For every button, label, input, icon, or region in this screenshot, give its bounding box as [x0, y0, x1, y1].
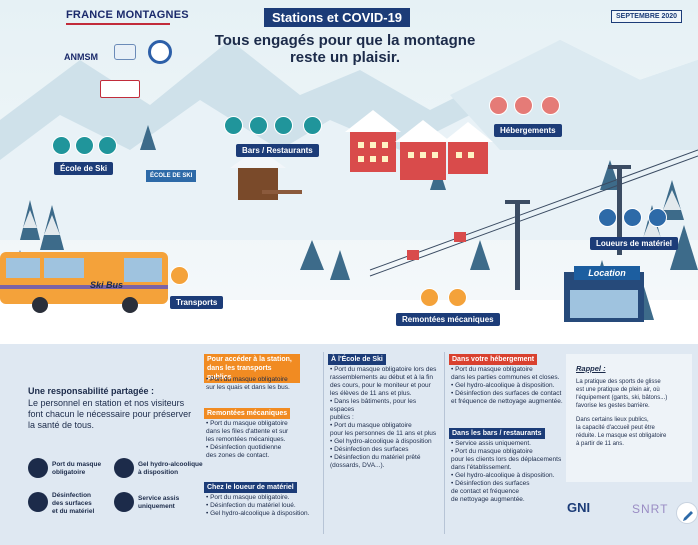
seat-icon: [303, 116, 322, 135]
spray-icon: [541, 96, 560, 115]
label-loueurs-materiel: Loueurs de matériel: [590, 237, 679, 250]
responsabilite-title: Une responsabilité partagée :: [28, 386, 155, 396]
column-divider: [444, 352, 445, 534]
domaines-skiables-logo: [114, 44, 136, 60]
date-badge: SEPTEMBRE 2020: [611, 10, 683, 23]
gel-icon: [514, 96, 533, 115]
responsabilite-text: Le personnel en station et nos visiteurs…: [28, 398, 192, 430]
snrt-logo: SNRT: [632, 502, 669, 516]
ecole-de-ski-sign: ÉCOLE DE SKI: [146, 170, 197, 182]
mask-icon: [52, 136, 71, 155]
edit-pencil-button[interactable]: [676, 502, 698, 524]
spray-icon: [28, 492, 48, 512]
col-bars-head: Dans les bars / restaurants: [449, 428, 545, 439]
union-sport-cycle-logo: [100, 80, 140, 98]
col-loueur-text: • Port du masque obligatoire.• Désinfect…: [206, 494, 310, 517]
col-hebergement-text: • Port du masque obligatoire dans les pa…: [451, 366, 563, 405]
location-sign: Location: [574, 266, 640, 280]
rappel-box: [566, 354, 692, 482]
label-transports: Transports: [170, 296, 224, 309]
spray-icon: [448, 288, 467, 307]
col-transports-text: • Port du masque obligatoire sur les qua…: [206, 376, 290, 391]
label-bars-restaurants: Bars / Restaurants: [236, 144, 319, 157]
pencil-icon: [683, 511, 693, 521]
gel-icon: [274, 116, 293, 135]
col-hebergement-head: Dans votre hébergement: [449, 354, 538, 365]
mask-icon: [28, 458, 48, 478]
label-remontees-mecaniques: Remontées mécaniques: [396, 313, 500, 326]
spray-icon: [249, 116, 268, 135]
logo-underline: [66, 23, 170, 25]
col-remontees-text: • Port du masque obligatoire dans les fi…: [206, 420, 289, 459]
col-remontees-head: Remontées mécaniques: [204, 408, 291, 419]
label-ecole-de-ski: École de Ski: [54, 162, 114, 175]
gel-icon: [623, 208, 642, 227]
col-ecole-text: • Port du masque obligatoire lors des ra…: [330, 366, 437, 469]
partner-logo-circle: [148, 40, 172, 64]
mask-icon: [420, 288, 439, 307]
gel-icon: [114, 458, 134, 478]
rappel-title: Rappel :: [576, 364, 606, 373]
page-subtitle: Tous engagés pour que la montagne reste …: [205, 32, 485, 66]
col-loueur-head: Chez le loueur de matériel: [204, 482, 297, 493]
page-title: Stations et COVID-19: [264, 8, 411, 27]
mask-icon: [224, 116, 243, 135]
gni-logo: GNI: [567, 500, 591, 515]
mask-icon: [598, 208, 617, 227]
col-transports-head: Pour accéder à la station,dans les trans…: [204, 354, 300, 383]
col-ecole-head: À l'École de Ski: [328, 354, 386, 365]
anmsm-logo: ANMSM: [64, 52, 98, 62]
subtitle-line-1: Tous engagés pour que la montagne: [214, 32, 476, 49]
mask-icon: [170, 266, 189, 285]
col-bars-text: • Service assis uniquement.• Port du mas…: [451, 440, 562, 503]
mask-icon: [489, 96, 508, 115]
spray-icon: [648, 208, 667, 227]
spray-icon: [98, 136, 117, 155]
ski-bus-text: Ski Bus: [90, 280, 124, 290]
gel-icon: [75, 136, 94, 155]
column-divider: [323, 352, 324, 534]
seat-icon: [114, 492, 134, 512]
france-montagnes-logo: FRANCE MONTAGNES: [66, 9, 189, 21]
label-hebergements: Hébergements: [494, 124, 562, 137]
subtitle-line-2: reste un plaisir.: [289, 49, 401, 66]
